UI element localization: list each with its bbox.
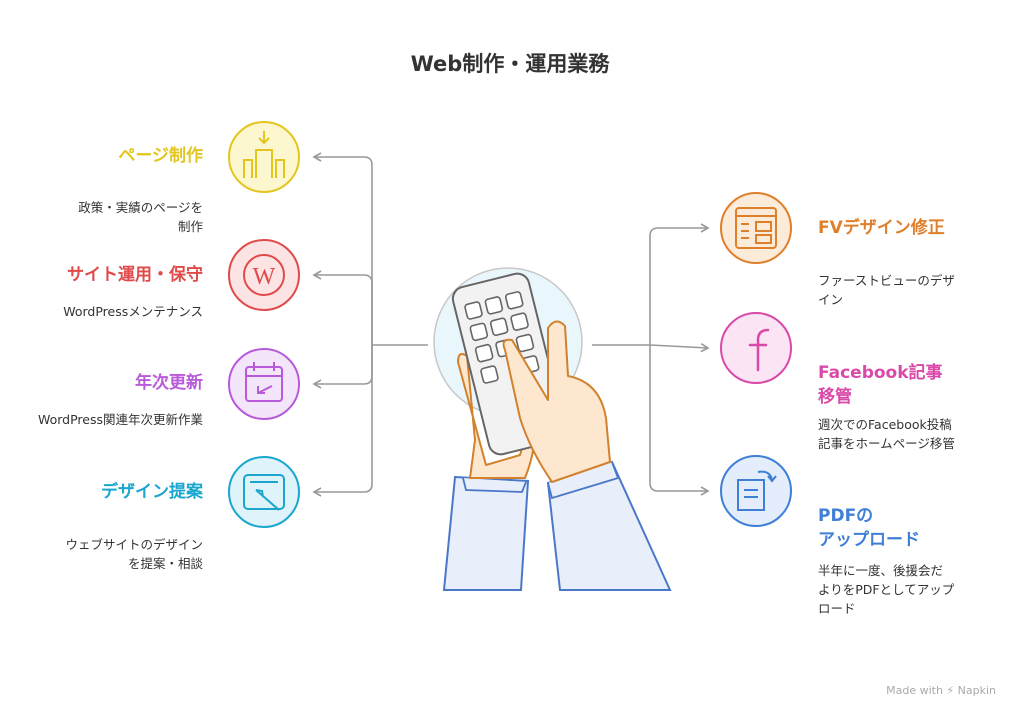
design-tablet-icon [228,456,300,528]
facebook-icon [720,312,792,384]
svg-text:W: W [253,264,276,290]
connector-facebook [649,342,710,353]
item-title-pdf-upload: PDFの アップロード [818,480,1008,552]
desc-line: ウェブサイトのデザイン を提案・相談 [65,537,203,571]
item-desc-pdf-upload: 半年に一度、後援会だ よりをPDFとしてアップ ロード [818,542,1008,618]
item-desc-fv-design: ファーストビューのデザ イン [818,252,1008,309]
connector-site-maintenance [312,270,373,345]
item-title-annual-update: 年次更新 [135,373,203,393]
connector-pdf-upload [649,345,710,496]
desc-line: 政策・実績のページを 制作 [78,200,203,234]
desc-line: 週次でのFacebook投稿 記事をホームページ移管 [818,417,955,451]
item-title-design-proposal: デザイン提案 [101,482,203,502]
connector-page-production [312,152,373,345]
calendar-icon [228,348,300,420]
wordpress-icon: W [228,239,300,311]
item-desc-design-proposal: ウェブサイトのデザイン を提案・相談 [20,516,203,573]
desc-line: ファーストビューのデザ イン [818,273,955,307]
item-desc-page-production: 政策・実績のページを 制作 [20,179,203,236]
building-arrow-icon [228,121,300,193]
left-connectors [312,152,428,497]
item-desc-annual-update: WordPress関連年次更新作業 [37,412,203,427]
layout-window-icon [720,192,792,264]
right-connectors [592,223,710,496]
title-line: PDFの アップロード [818,506,920,550]
document-upload-icon [720,455,792,527]
desc-line: 半年に一度、後援会だ よりをPDFとしてアップ ロード [818,563,955,616]
item-title-fv-design: FVデザイン修正 [818,218,945,238]
napkin-watermark: Made with ⚡ Napkin [886,684,996,697]
item-desc-facebook: 週次でのFacebook投稿 記事をホームページ移管 [818,396,1008,453]
item-title-page-production: ページ制作 [118,146,203,166]
page-title: Web制作・運用業務 [410,52,610,76]
item-title-facebook: Facebook記事 移管 [818,337,1008,409]
connector-fv-design [649,223,710,345]
item-desc-site-maintenance: WordPressメンテナンス [63,304,203,319]
connector-design-proposal [312,345,373,497]
title-line: Facebook記事 移管 [818,363,943,407]
hand-calculator-icon [433,267,672,591]
item-title-site-maintenance: サイト運用・保守 [67,265,203,285]
connector-annual-update [312,345,373,389]
